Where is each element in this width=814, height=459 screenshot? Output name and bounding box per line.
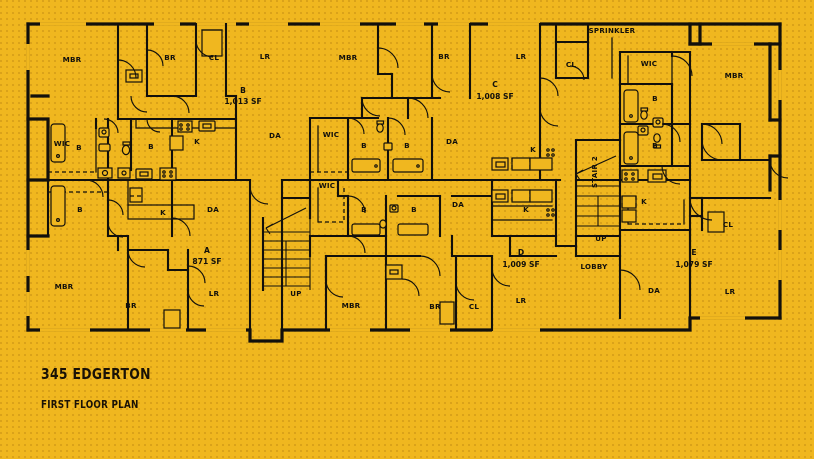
sprinkler-annotation: SPRINKLER [589,27,636,35]
room-label: K [194,137,200,146]
room-label: BR [125,301,137,310]
room-label: K [530,145,536,154]
kitchen-cores-center-right [490,178,578,258]
main-stair-up-annotation: UP [290,290,301,298]
unit-area-a: 871 SF [192,257,221,266]
central-main-stair [248,178,312,343]
room-label: B [361,141,367,150]
unit-d-partitions [308,178,511,332]
project-name: 345 EDGERTON [41,365,151,383]
unit-area-e: 1,079 SF [675,260,712,269]
window-openings-top [40,22,754,46]
room-label: DA [207,205,219,214]
unit-label-e: E [691,248,696,257]
room-label: WIC [641,59,657,68]
room-label: B [77,205,83,214]
room-label: K [641,197,647,206]
unit-area-d: 1,009 SF [502,260,539,269]
room-label: DA [452,200,464,209]
title-block: 345 EDGERTON FIRST FLOOR PLAN [41,365,178,412]
stair-2-and-lobby [574,138,622,320]
unit-b-partitions [47,22,238,182]
room-label: LR [516,52,527,61]
stair-2-annotation: STAIR 2 [591,156,599,188]
unit-c-partitions [308,22,590,182]
unit-label-b: B [240,86,246,95]
room-label: WIC [323,130,339,139]
room-label: CL [723,220,733,229]
unit-area-b: 1,013 SF [224,97,261,106]
room-label: LR [725,287,736,296]
unit-label-c: C [492,80,498,89]
unit-area-c: 1,008 SF [476,92,513,101]
unit-a-partitions [46,167,206,332]
room-label: DA [648,286,660,295]
unit-e-partitions [618,50,789,320]
room-label: CL [566,60,576,69]
room-label: B [652,94,658,103]
window-openings-sides [26,44,782,316]
room-label: WIC [54,139,70,148]
room-label: MBR [342,301,361,310]
lobby-annotation: LOBBY [580,263,608,271]
room-label: K [160,208,166,217]
room-label: BR [438,52,450,61]
room-label: MBR [55,282,74,291]
room-label: B [148,142,154,151]
room-label: K [523,205,529,214]
room-label: LR [516,296,527,305]
room-labels: MBR BR CL LR WIC B B K B K DA DA MBR BR … [54,52,744,311]
room-label: B [652,141,658,150]
room-label: LR [260,52,271,61]
room-label: CL [469,302,479,311]
room-label: LR [209,289,220,298]
room-label: MBR [339,53,358,62]
room-label: BR [429,302,441,311]
sheet-title: FIRST FLOOR PLAN [41,398,139,412]
room-label: MBR [725,71,744,80]
room-label: DA [446,137,458,146]
room-label: B [411,205,417,214]
room-label: WIC [319,181,335,190]
unit-labels: A 871 SF B 1,013 SF C 1,008 SF D 1,009 S… [192,80,712,269]
unit-label-d: D [518,248,524,257]
stair-2-up-annotation: UP [595,235,606,243]
room-label: DA [269,131,281,140]
room-label: B [76,143,82,152]
room-label: CL [209,53,219,62]
room-label: MBR [63,55,82,64]
room-label: BR [164,53,176,62]
room-label: B [404,141,410,150]
annotations: SPRINKLER STAIR 2 LOBBY UP UP [290,27,635,298]
room-label: B [361,205,367,214]
unit-label-a: A [204,246,210,255]
window-openings-bottom [40,316,745,332]
